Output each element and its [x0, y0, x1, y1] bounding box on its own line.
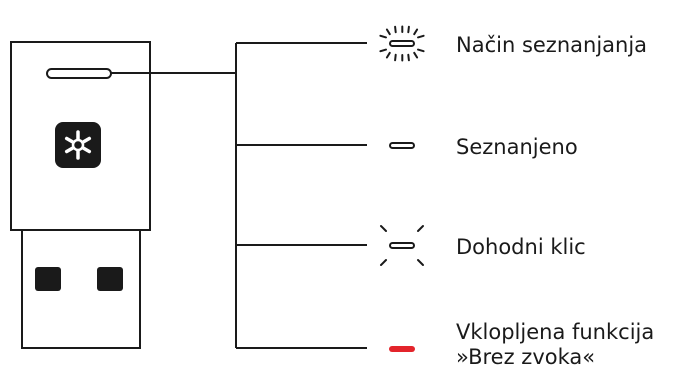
label-mute-line-2: »Brez zvoka«	[456, 345, 596, 369]
usb-receiver	[10, 41, 151, 349]
usb-connector	[21, 229, 141, 349]
usb-contact-left	[35, 267, 61, 291]
red-light-icon	[389, 346, 415, 352]
fast-blink-icon	[379, 25, 425, 62]
label-pairing-mode: Način seznanjanja	[456, 33, 648, 57]
usb-contact-right	[97, 267, 123, 291]
receiver-led	[46, 68, 112, 79]
solid-light-icon	[389, 142, 415, 149]
logitech-unifying-icon	[55, 122, 101, 168]
label-incoming-call: Dohodni klic	[456, 235, 586, 259]
slow-blink-icon	[380, 225, 424, 266]
label-mute-line-1: Vklopljena funkcija	[456, 320, 655, 344]
label-paired: Seznanjeno	[456, 135, 578, 159]
callout-lines	[111, 42, 367, 349]
